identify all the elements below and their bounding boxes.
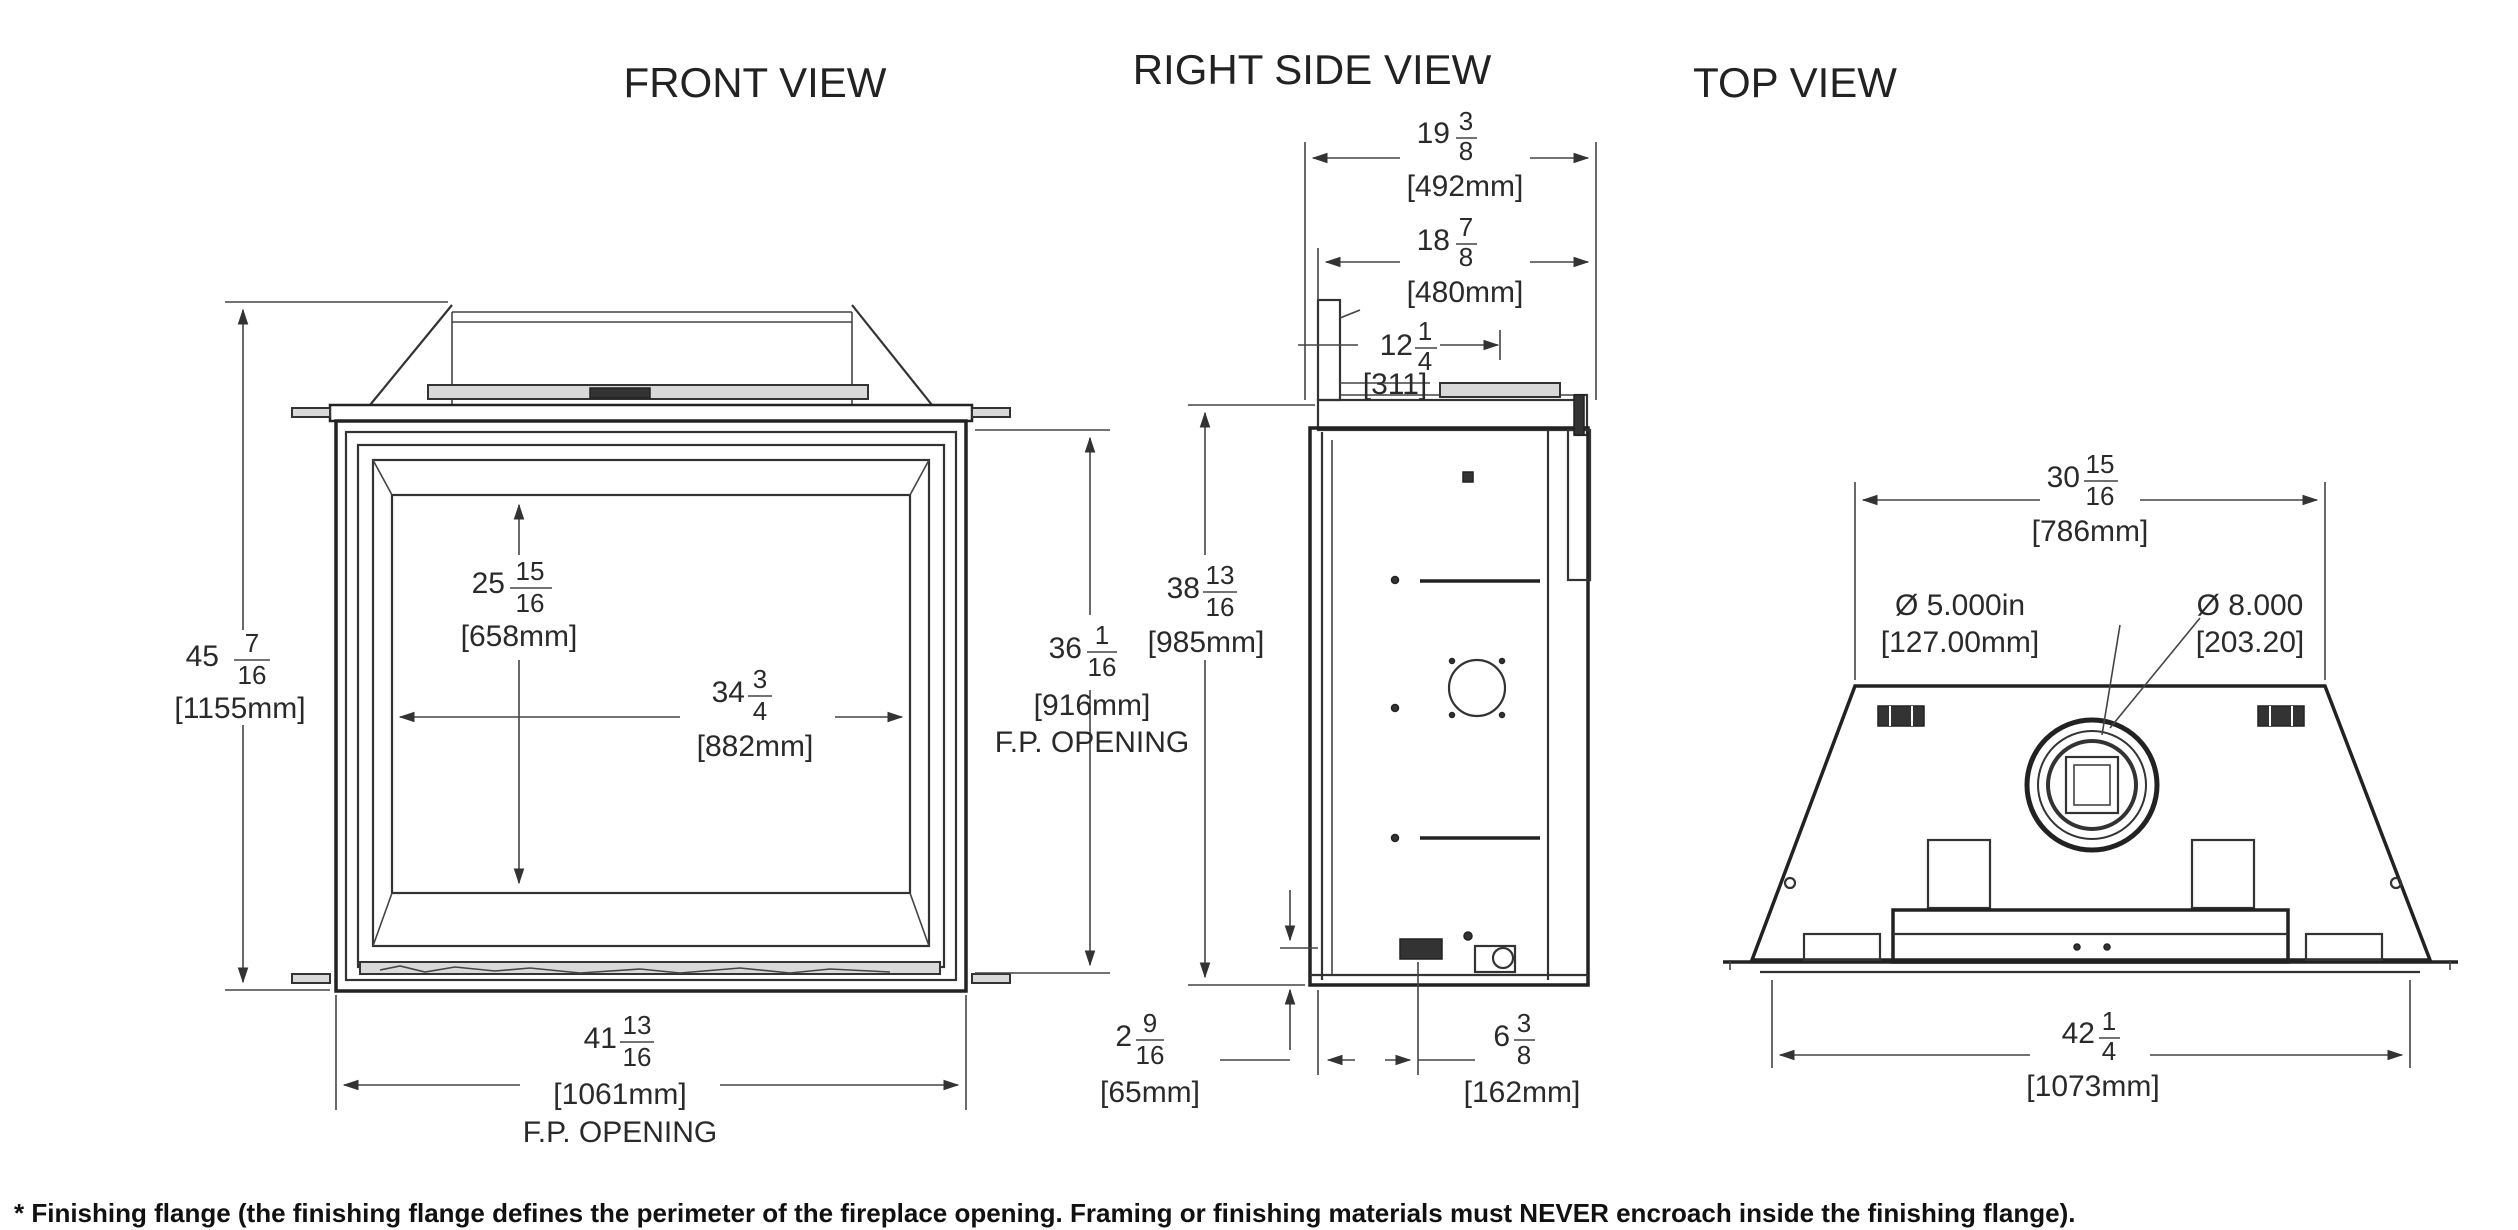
- top-dimension-lines: [1771, 482, 2411, 1068]
- dim-back-width-num: 15: [2086, 449, 2115, 479]
- dim-inner-diameter-mm: [127.00mm]: [1881, 626, 2039, 659]
- dim-depth-body-num: 7: [1459, 212, 1473, 242]
- dim-depth-total-mm: [492mm]: [1407, 170, 1524, 203]
- dim-opening-height-den: 16: [516, 588, 545, 618]
- dim-depth-body-mm: [480mm]: [1407, 276, 1524, 309]
- dim-side-height-num: 13: [1206, 560, 1235, 590]
- dim-opening-width-num: 3: [753, 664, 767, 694]
- right-side-view-drawing: [1308, 298, 1592, 987]
- dim-base-height-num: 9: [1143, 1008, 1157, 1038]
- front-dimension-labels: 45 7 16 [1155mm] 25 15 16 [658mm] 34 3 4…: [174, 556, 1189, 1149]
- dim-total-height-num: 7: [245, 628, 259, 658]
- side-dimension-labels: 19 3 8 [492mm] 18 7 8 [480mm] 12 1 4 [31…: [1100, 106, 1580, 1109]
- front-view-drawing: [291, 304, 1011, 993]
- top-view-drawing: [1723, 684, 2458, 974]
- dim-fp-height-den: 16: [1088, 652, 1117, 682]
- side-dimension-lines: [1188, 142, 1597, 1075]
- dim-side-height-mm: [985mm]: [1148, 626, 1265, 659]
- dim-depth-total-den: 8: [1459, 136, 1473, 166]
- dim-fp-width-num: 13: [623, 1010, 652, 1040]
- dim-opening-height-whole: 25: [472, 567, 505, 600]
- dim-total-height-den: 16: [238, 660, 267, 690]
- dim-outer-diameter-label: Ø 8.000: [2197, 589, 2304, 622]
- dim-back-width-whole: 30: [2047, 461, 2080, 494]
- dim-fp-width-den: 16: [623, 1042, 652, 1072]
- dim-depth-body-whole: 18: [1417, 224, 1450, 257]
- dim-front-width-mm: [1073mm]: [2026, 1070, 2159, 1103]
- dim-fp-height-note: F.P. OPENING: [995, 726, 1190, 759]
- dim-opening-width-mm: [882mm]: [697, 730, 814, 763]
- right-side-view-title: RIGHT SIDE VIEW: [1133, 46, 1492, 93]
- dim-total-height-mm: [1155mm]: [174, 692, 305, 725]
- dim-fp-height-whole: 36: [1049, 632, 1082, 665]
- dim-depth-total-num: 3: [1459, 106, 1473, 136]
- finishing-flange-footnote: * Finishing flange (the finishing flange…: [14, 1198, 2076, 1228]
- top-dimension-labels: 30 15 16 [786mm] Ø 5.000in [127.00mm] Ø …: [1881, 449, 2304, 1103]
- dim-side-height-whole: 38: [1167, 572, 1200, 605]
- dim-base-height-mm: [65mm]: [1100, 1076, 1200, 1109]
- dim-total-height-whole: 45: [186, 640, 219, 673]
- dim-opening-width-whole: 34: [712, 676, 745, 709]
- dim-opening-height-num: 15: [516, 556, 545, 586]
- dim-fp-height-mm: [916mm]: [1034, 689, 1151, 722]
- dim-vent-offset-mm: [311]: [1363, 368, 1428, 401]
- dim-gas-offset-num: 3: [1517, 1008, 1531, 1038]
- dim-base-height-den: 16: [1136, 1040, 1165, 1070]
- dim-depth-body-den: 8: [1459, 242, 1473, 272]
- dim-opening-width-den: 4: [753, 696, 767, 726]
- dim-front-width-num: 1: [2102, 1006, 2116, 1036]
- dim-outer-diameter-mm: [203.20]: [2196, 626, 2304, 659]
- dim-gas-offset-den: 8: [1517, 1040, 1531, 1070]
- front-view-title: FRONT VIEW: [624, 59, 887, 106]
- dim-fp-height-num: 1: [1095, 620, 1109, 650]
- dim-vent-offset-num: 1: [1418, 316, 1432, 346]
- dim-vent-offset-whole: 12: [1380, 329, 1413, 362]
- dim-depth-total-whole: 19: [1417, 117, 1450, 150]
- dim-fp-width-whole: 41: [584, 1022, 617, 1055]
- dim-front-width-den: 4: [2102, 1036, 2116, 1066]
- front-dimension-lines: [225, 301, 1110, 1110]
- dim-inner-diameter-label: Ø 5.000in: [1895, 589, 2025, 622]
- dim-fp-width-mm: [1061mm]: [553, 1078, 686, 1111]
- dim-fp-width-note: F.P. OPENING: [523, 1116, 718, 1149]
- dim-front-width-whole: 42: [2062, 1017, 2095, 1050]
- dim-base-height-whole: 2: [1115, 1020, 1132, 1053]
- dim-gas-offset-whole: 6: [1493, 1020, 1510, 1053]
- dim-back-width-mm: [786mm]: [2032, 515, 2149, 548]
- dim-vent-offset-den: 4: [1418, 346, 1432, 376]
- top-view-title: TOP VIEW: [1693, 59, 1897, 106]
- dim-opening-height-mm: [658mm]: [461, 620, 578, 653]
- dim-side-height-den: 16: [1206, 592, 1235, 622]
- dim-back-width-den: 16: [2086, 481, 2115, 511]
- dim-gas-offset-mm: [162mm]: [1464, 1076, 1581, 1109]
